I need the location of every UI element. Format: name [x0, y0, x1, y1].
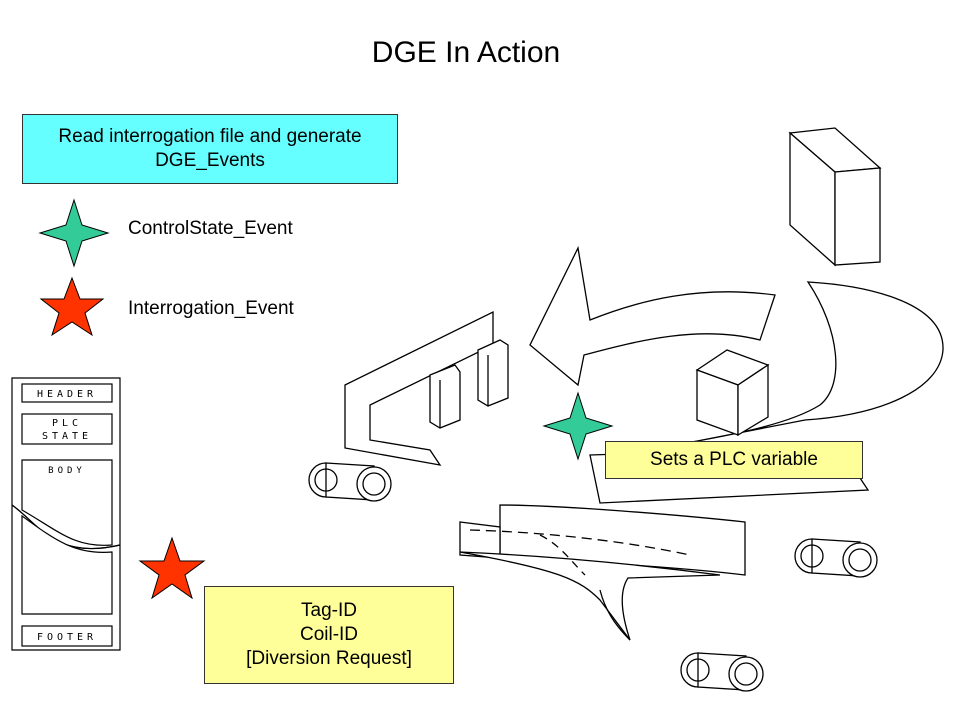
- file-state-label: STATE: [42, 431, 92, 442]
- coil-bottom: [680, 652, 764, 692]
- coil-id-line: Coil-ID: [299, 624, 359, 645]
- file-plc-label: PLC: [52, 418, 82, 429]
- plc-box-object: [695, 349, 770, 437]
- scanner-box: [788, 127, 882, 267]
- file-footer-section: [21, 625, 113, 647]
- file-body-section: [21, 459, 113, 546]
- file-footer-label: FOOTER: [37, 632, 97, 643]
- file-diagram: [11, 377, 121, 651]
- file-plc-state-section: [21, 413, 113, 445]
- tag-info-box: Tag-ID Coil-ID [Diversion Request]: [204, 586, 454, 684]
- left-conveyor: [344, 310, 494, 466]
- left-conveyor-posts: [429, 339, 509, 429]
- file-header-section: [21, 383, 113, 403]
- legend-control-state-label: ControlState_Event: [128, 218, 293, 239]
- red-five-point-star-icon: [138, 536, 206, 600]
- legend-interrogation-label: Interrogation_Event: [128, 298, 294, 319]
- diversion-request-line: [Diversion Request]: [246, 648, 412, 669]
- coil-left: [308, 462, 392, 502]
- green-four-point-star-icon: [542, 391, 614, 461]
- diverter-track: [459, 504, 746, 641]
- page-title: DGE In Action: [371, 36, 561, 69]
- green-four-point-star-icon: [38, 198, 110, 268]
- tag-id-line: Tag-ID: [301, 600, 357, 621]
- red-five-point-star-icon: [39, 276, 105, 337]
- coil-right: [794, 538, 878, 578]
- sets-plc-variable-box: Sets a PLC variable: [605, 441, 863, 479]
- file-body-label: BODY: [48, 466, 86, 476]
- read-interrogation-box: Read interrogation file and generate DGE…: [22, 114, 398, 184]
- file-header-label: HEADER: [37, 389, 97, 400]
- curved-arrow: [529, 245, 776, 387]
